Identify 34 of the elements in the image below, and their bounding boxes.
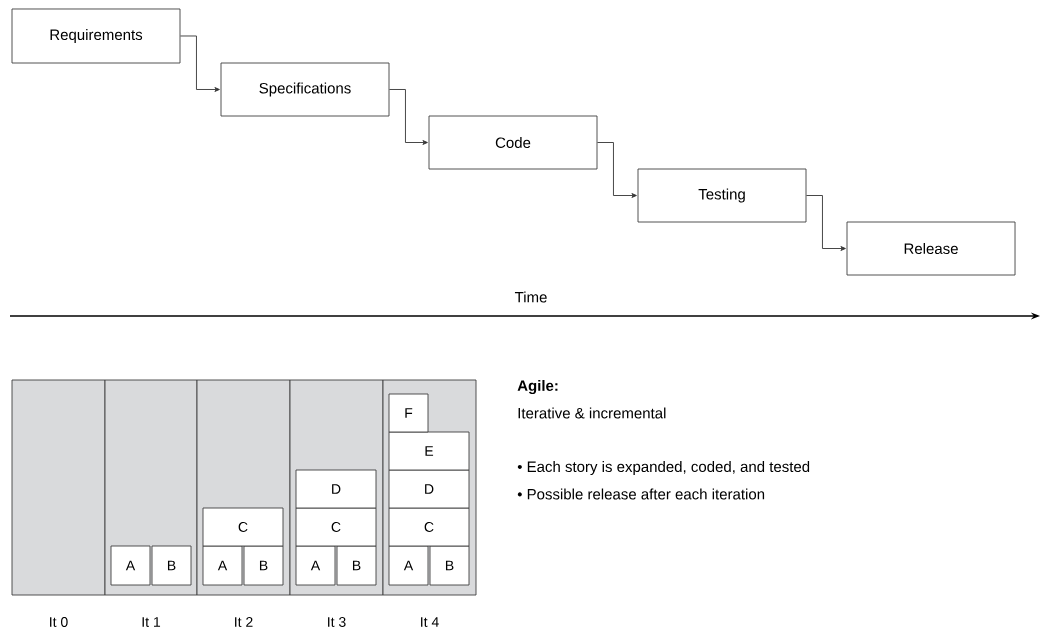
story-box: B — [243, 545, 284, 586]
story-box: C — [202, 507, 284, 547]
story-box: F — [388, 393, 429, 433]
bullet-text: • Each story is expanded, coded, and tested — [517, 461, 810, 475]
description-text: Iterative & incremental — [518, 407, 666, 419]
iteration-column — [11, 379, 106, 596]
axis-label: Time — [514, 291, 547, 303]
iteration-label: It 3 — [328, 617, 346, 627]
story-box: D — [295, 469, 377, 509]
iteration-label: It 1 — [142, 617, 161, 627]
story-box: C — [388, 507, 470, 547]
story-box: C — [295, 507, 377, 547]
story-box: A — [110, 545, 151, 586]
story-box: B — [151, 545, 192, 586]
iteration-label: It 4 — [421, 617, 439, 627]
arrow — [597, 142, 637, 198]
story-box: B — [336, 545, 377, 586]
step-box: Release — [846, 221, 1016, 276]
story-box: A — [295, 545, 336, 586]
story-box: A — [202, 545, 243, 586]
arrow — [180, 35, 220, 92]
iteration-label: It 0 — [50, 617, 68, 627]
heading: Agile: — [517, 380, 558, 395]
arrow — [389, 89, 428, 145]
story-box: A — [388, 545, 429, 586]
step-box: Code — [428, 115, 598, 170]
step-box: Specifications — [220, 62, 390, 117]
arrow — [806, 195, 846, 251]
story-box: B — [429, 545, 470, 586]
iteration-label: It 2 — [235, 617, 253, 627]
bullet-text: • Possible release after each iteration — [517, 488, 765, 500]
story-box: D — [388, 469, 470, 509]
step-box: Testing — [637, 168, 807, 223]
step-box: Requirements — [11, 8, 181, 64]
